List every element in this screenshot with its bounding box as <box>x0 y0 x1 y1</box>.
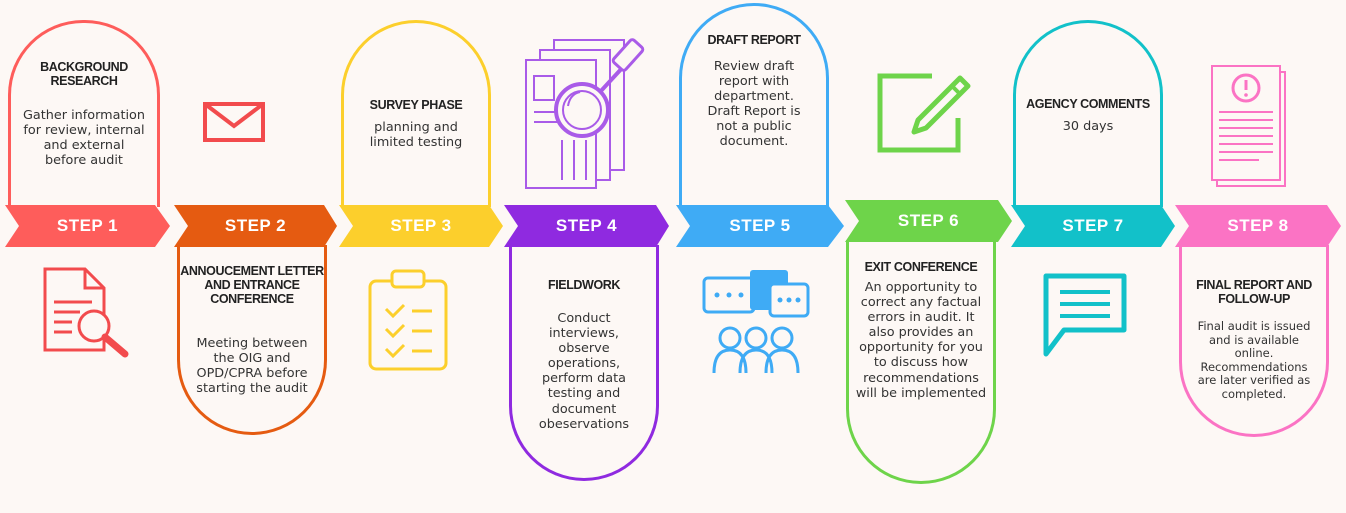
step3-card: SURVEY PHASE planning and limited testin… <box>341 20 491 207</box>
step2-card: ANNOUCEMENT LETTER AND ENTRANCE CONFEREN… <box>177 245 327 435</box>
step8-arrow: STEP 8 <box>1175 205 1341 247</box>
discussion-people-icon <box>700 268 810 387</box>
step4-arrow: STEP 4 <box>504 205 669 247</box>
step1-arrow: STEP 1 <box>5 205 170 247</box>
document-search-icon <box>42 266 132 365</box>
step6-card: EXIT CONFERENCE An opportunity to correc… <box>846 240 996 484</box>
step4-title: FIELDWORK <box>547 278 621 292</box>
envelope-icon <box>203 102 265 146</box>
step8-title: FINAL REPORT AND FOLLOW-UP <box>1196 278 1312 306</box>
step6-label: STEP 6 <box>897 211 960 230</box>
edit-pencil-icon <box>876 72 972 158</box>
step2-label: STEP 2 <box>224 216 287 235</box>
step6-text: An opportunity to correct any factual er… <box>855 280 987 401</box>
step6-title: EXIT CONFERENCE <box>864 260 978 274</box>
step3-title: SURVEY PHASE <box>369 98 463 112</box>
chat-bubble-icon <box>1042 272 1128 362</box>
magnifier-documents-icon <box>522 30 648 194</box>
step4-label: STEP 4 <box>555 216 618 235</box>
step7-card: AGENCY COMMENTS 30 days <box>1013 20 1163 207</box>
step8-label: STEP 8 <box>1227 216 1289 235</box>
step3-arrow: STEP 3 <box>339 205 503 247</box>
step4-card: FIELDWORK Conduct interviews, observe op… <box>509 245 659 481</box>
step7-arrow: STEP 7 <box>1011 205 1175 247</box>
step7-title: AGENCY COMMENTS <box>1026 97 1150 111</box>
step2-text: Meeting between the OIG and OPD/CPRA bef… <box>196 336 308 397</box>
step7-label: STEP 7 <box>1062 216 1124 235</box>
step5-text: Review draft report with department. Dra… <box>707 59 801 150</box>
step6-arrow: STEP 6 <box>845 200 1012 242</box>
step3-label: STEP 3 <box>390 216 452 235</box>
step5-label: STEP 5 <box>729 216 791 235</box>
step1-card: BACKGROUND RESEARCH Gather information f… <box>8 20 160 207</box>
step8-card: FINAL REPORT AND FOLLOW-UP Final audit i… <box>1179 245 1329 437</box>
step5-title: DRAFT REPORT <box>707 33 801 47</box>
step1-text: Gather information for review, internal … <box>23 108 145 169</box>
step5-arrow: STEP 5 <box>676 205 844 247</box>
step1-label: STEP 1 <box>56 216 119 235</box>
step1-title: BACKGROUND RESEARCH <box>40 60 128 88</box>
step8-text: Final audit is issued and is available o… <box>1197 319 1311 401</box>
alert-report-icon <box>1209 62 1289 194</box>
step5-card: DRAFT REPORT Review draft report with de… <box>679 3 829 207</box>
step7-text: 30 days <box>1062 119 1114 134</box>
step3-text: planning and limited testing <box>369 120 463 151</box>
step2-title: ANNOUCEMENT LETTER AND ENTRANCE CONFEREN… <box>180 264 324 306</box>
step2-arrow: STEP 2 <box>174 205 337 247</box>
clipboard-checklist-icon <box>366 267 450 376</box>
step4-text: Conduct interviews, observe operations, … <box>538 311 630 432</box>
